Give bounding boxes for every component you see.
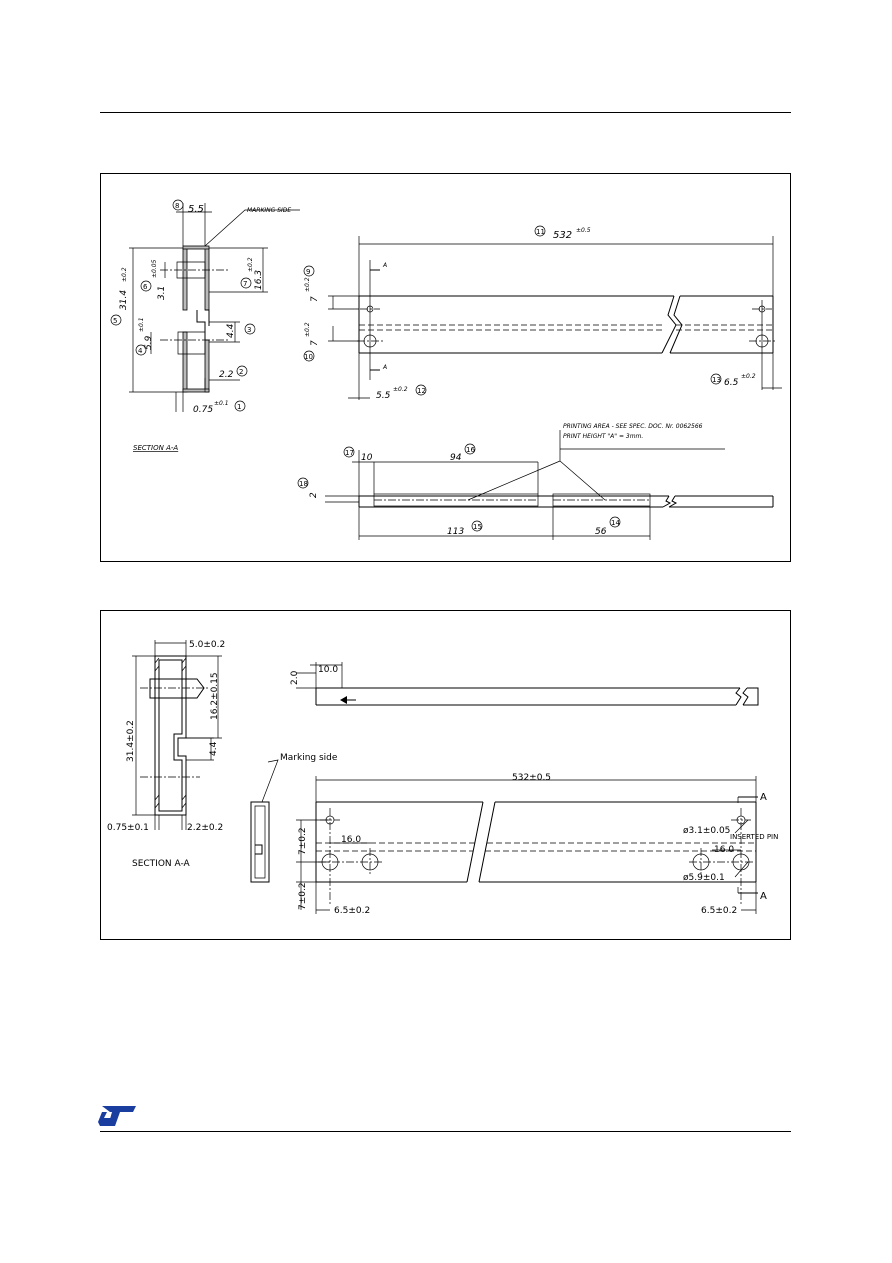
dim-5-tol: ±0.2 — [121, 267, 128, 282]
dim2-edge-right: 6.5±0.2 — [701, 906, 737, 916]
dim2-pitch: 16.0 — [341, 835, 361, 845]
dim2-row1: 7±0.2 — [298, 827, 308, 855]
dim2-bottom: 2.2±0.2 — [187, 823, 223, 833]
dim2-length: 532±0.5 — [512, 773, 551, 783]
top-view-2-labels: 532±0.5 16.0 ø3.1±0.05 ø5.9±0.1 INSERTED… — [298, 773, 778, 916]
dim-4-tol: ±0.1 — [138, 317, 145, 332]
dim-6-tol: ±0.05 — [151, 259, 158, 278]
marking-side-label-2: Marking side — [280, 753, 338, 763]
callout-3: 3 — [247, 326, 251, 334]
dim-18: 2 — [309, 492, 319, 498]
callout-17: 17 — [345, 449, 354, 457]
dim-12-tol: ±0.2 — [393, 386, 408, 393]
callout-14: 14 — [611, 519, 620, 527]
dim-8: 5.5 — [188, 204, 204, 215]
footer-rule — [100, 1131, 791, 1132]
dim-15: 113 — [447, 527, 464, 537]
dim-13-tol: ±0.2 — [741, 373, 756, 380]
dim-7-tol: ±0.2 — [247, 257, 254, 272]
dim2-pin-gap: 16.0 — [714, 845, 734, 855]
header-rule — [100, 112, 791, 113]
callout-4: 4 — [138, 347, 143, 355]
dim2-wall: 0.75±0.1 — [107, 823, 149, 833]
callout-11: 11 — [536, 228, 545, 236]
printing-note-2: PRINT HEIGHT "A" = 3mm. — [563, 433, 643, 440]
dim-5: 31.4 — [119, 290, 129, 310]
callout-10: 10 — [304, 353, 313, 361]
callout-12: 12 — [417, 387, 426, 395]
side-view-2: 2.0 10.0 — [290, 662, 759, 706]
dim2-upper: 16.2±0.15 — [210, 672, 220, 720]
section-marker-bottom: A — [382, 364, 387, 371]
dim-6: 3.1 — [157, 286, 167, 300]
dim-3: 4.4 — [226, 323, 236, 338]
dim-14: 56 — [595, 527, 607, 537]
section-1-callouts: 8 5.5 MARKING SIDE 5 31.4 ±0.2 6 3.1 ±0.… — [110, 199, 291, 452]
callout-7: 7 — [243, 280, 247, 288]
section-marker-top: A — [382, 262, 387, 269]
st-logo-icon — [98, 1106, 136, 1126]
dim2-width: 5.0±0.2 — [189, 640, 225, 650]
dim2-hole-large: ø5.9±0.1 — [683, 873, 725, 883]
drawing-frame-2 — [100, 610, 791, 940]
dim2-edge-left: 6.5±0.2 — [334, 906, 370, 916]
callout-2: 2 — [239, 368, 243, 376]
dim-10-tol: ±0.2 — [304, 322, 311, 337]
inserted-pin-label: INSERTED PIN — [730, 833, 778, 841]
section-marker-2-bottom: A — [760, 891, 767, 902]
dim2-top-w: 10.0 — [318, 665, 338, 675]
printing-note-1: PRINTING AREA - SEE SPEC. DOC. Nr. 00625… — [563, 423, 703, 430]
dim-11-tol: ±0.5 — [576, 227, 591, 234]
end-view-2: Marking side — [250, 753, 338, 883]
tube-drawing-1: 8 5.5 MARKING SIDE 5 31.4 ±0.2 6 3.1 ±0.… — [110, 199, 782, 540]
section-view-1 — [129, 203, 300, 412]
dim-9: 7 — [310, 296, 320, 302]
callout-9: 9 — [306, 268, 310, 276]
dim2-height: 31.4±0.2 — [126, 720, 136, 762]
callout-18: 18 — [299, 480, 308, 488]
section-view-2 — [132, 640, 222, 830]
callout-13: 13 — [712, 376, 721, 384]
section-label-2: SECTION A-A — [132, 859, 191, 869]
section-marker-2-top: A — [760, 792, 767, 803]
dim-7: 16.3 — [254, 270, 264, 290]
dim-1: 0.75 — [193, 405, 213, 415]
drawing-frame-1 — [100, 173, 791, 562]
dim2-step: 4.4 — [209, 741, 219, 756]
dim-16: 94 — [450, 453, 462, 463]
dim-1-tol: ±0.1 — [214, 400, 229, 407]
callout-8: 8 — [175, 202, 179, 210]
dim-11: 532 — [553, 230, 572, 241]
callout-15: 15 — [473, 523, 482, 531]
dim2-hole-small: ø3.1±0.05 — [683, 826, 730, 836]
dim-12: 5.5 — [376, 391, 391, 401]
marking-side-label: MARKING SIDE — [247, 207, 291, 214]
dim-17: 10 — [361, 453, 373, 463]
top-view-1-callouts: 11 532 ±0.5 9 7 ±0.2 10 7 ±0.2 A A 5.5 ±… — [303, 225, 756, 401]
dim2-row2: 7±0.2 — [298, 882, 308, 910]
front-view-1-callouts: PRINTING AREA - SEE SPEC. DOC. Nr. 00625… — [297, 423, 703, 537]
top-view-1 — [328, 236, 782, 400]
dim2-top-h: 2.0 — [290, 670, 300, 685]
callout-6: 6 — [143, 283, 148, 291]
dim-13: 6.5 — [724, 378, 739, 388]
callout-5: 5 — [113, 317, 117, 325]
section-view-2-labels: 5.0±0.2 31.4±0.2 16.2±0.15 4.4 0.75±0.1 … — [107, 640, 225, 869]
section-label-1: SECTION A-A — [133, 444, 178, 452]
dim-9-tol: ±0.2 — [304, 277, 311, 292]
dim-10: 7 — [310, 340, 320, 346]
dim-2: 2.2 — [219, 370, 234, 380]
front-view-1 — [325, 430, 774, 540]
top-view-2 — [296, 776, 758, 914]
callout-16: 16 — [466, 446, 475, 454]
callout-1: 1 — [237, 403, 241, 411]
dim-4: 5.9 — [144, 335, 154, 350]
